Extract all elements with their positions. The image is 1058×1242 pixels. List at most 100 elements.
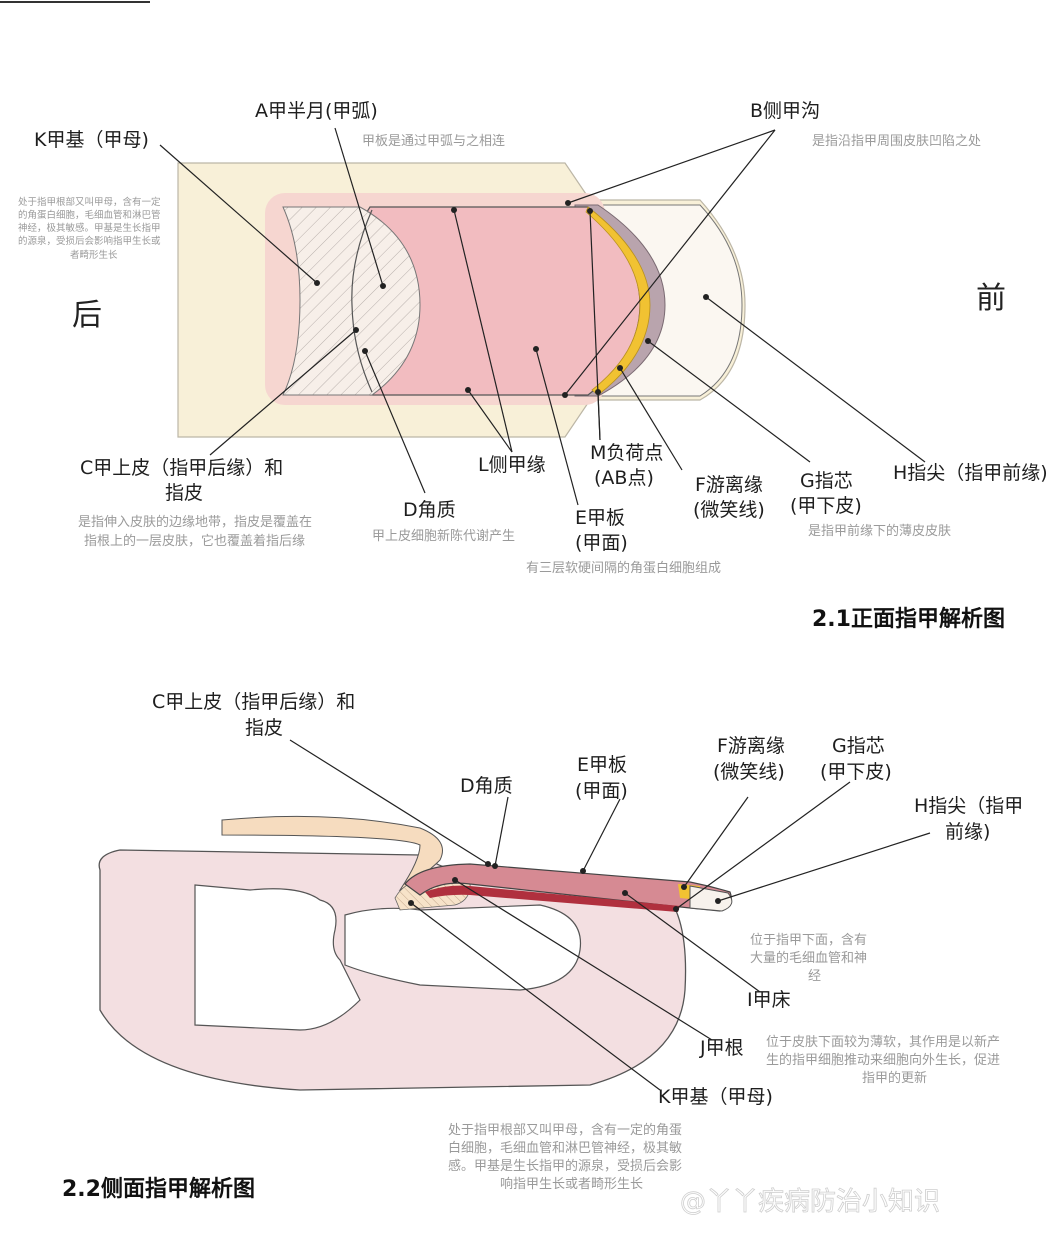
point-side-I: [622, 890, 628, 896]
front-lunula-arc: [351, 209, 373, 393]
point-side-C: [485, 861, 491, 867]
leader-E: [535, 348, 579, 506]
point-side-F: [681, 884, 687, 890]
point-M-1: [587, 208, 593, 214]
desc-D: 甲上皮细胞新陈代谢产生: [372, 528, 515, 544]
label-K: K甲基（甲母): [34, 129, 149, 151]
leader-side-F: [683, 796, 749, 888]
point-B-1: [565, 200, 571, 206]
desc-C-line-2: 指根上的一层皮肤，它也覆盖着指后缘: [84, 533, 305, 549]
front-view: A甲半月(甲弧) 甲板是通过甲弧与之相连 B侧甲沟 是指沿指甲周围皮肤凹陷之处 …: [18, 100, 1048, 632]
label-G-line-1: G指芯: [800, 470, 853, 492]
desc-side-K-line-1: 处于指甲根部又叫甲母，含有一定的角蛋: [448, 1122, 682, 1138]
desc-side-J-line-3: 指甲的更新: [862, 1070, 927, 1086]
desc-side-J-line-1: 位于皮肤下面较为薄软，其作用是以新产: [766, 1034, 1000, 1050]
leader-F: [619, 367, 683, 471]
label-side-G-line-2: (甲下皮): [820, 761, 892, 783]
point-G: [645, 338, 651, 344]
point-A: [380, 283, 386, 289]
desc-B: 是指沿指甲周围皮肤凹陷之处: [812, 134, 981, 149]
leader-B-1: [567, 129, 776, 204]
direction-back: 后: [72, 298, 102, 333]
label-side-C-line-1: C甲上皮（指甲后缘）和: [152, 691, 355, 713]
desc-side-I-line-2: 大量的毛细血管和神: [750, 950, 867, 966]
label-B: B侧甲沟: [750, 100, 820, 122]
label-side-E-line-2: (甲面): [575, 780, 628, 802]
leader-B-2: [564, 129, 776, 396]
side-nail-bed: [425, 885, 680, 912]
label-side-F-line-1: F游离缘: [717, 735, 785, 757]
point-side-K: [408, 900, 414, 906]
label-side-D: D角质: [460, 775, 513, 797]
front-free-edge: [585, 206, 651, 396]
desc-K-line-2: 的角蛋白细胞，毛细血管和淋巴管: [18, 209, 161, 221]
label-C-line-1: C甲上皮（指甲后缘）和: [80, 457, 283, 479]
watermark: @丫丫疾病防治小知识: [680, 1187, 940, 1217]
leader-side-H: [717, 832, 931, 902]
label-F-line-1: F游离缘: [695, 474, 763, 496]
label-G-line-2: (甲下皮): [790, 495, 862, 517]
leader-G: [647, 340, 811, 463]
leader-side-G: [675, 781, 851, 910]
leader-side-D: [494, 796, 509, 867]
leader-side-E: [582, 798, 621, 872]
desc-side-I-line-1: 位于指甲下面，含有: [750, 932, 867, 948]
label-M-line-2: (AB点): [594, 467, 654, 489]
side-nail-tip: [689, 885, 733, 912]
label-A: A甲半月(甲弧): [255, 100, 378, 122]
label-E-line-1: E甲板: [575, 507, 625, 529]
desc-G: 是指甲前缘下的薄皮皮肤: [808, 523, 951, 539]
leader-side-J: [454, 879, 713, 1041]
desc-C-line-1: 是指伸入皮肤的边缘地带，指皮是覆盖在: [78, 514, 312, 530]
label-H: H指尖（指甲前缘): [893, 462, 1048, 484]
front-title: 2.1正面指甲解析图: [812, 606, 1005, 632]
label-D: D角质: [403, 499, 456, 521]
point-side-G: [673, 906, 679, 912]
point-C: [353, 327, 359, 333]
point-B-2: [562, 392, 568, 398]
label-M-line-1: M负荷点: [590, 442, 663, 464]
label-L: L侧甲缘: [478, 454, 546, 476]
point-side-E: [580, 868, 586, 874]
label-F-line-2: (微笑线): [693, 499, 765, 521]
desc-A: 甲板是通过甲弧与之相连: [362, 133, 505, 149]
label-side-H-line-1: H指尖（指甲: [914, 795, 1023, 817]
point-L-1: [451, 207, 457, 213]
point-L-2: [465, 387, 471, 393]
leader-L-2: [467, 389, 513, 453]
leader-side-I: [624, 892, 761, 993]
side-nail-plate: [404, 863, 732, 912]
label-side-G-line-1: G指芯: [832, 735, 885, 757]
label-side-F-line-2: (微笑线): [713, 761, 785, 783]
desc-K-line-4: 的源泉，受损后会影响指甲生长或: [18, 235, 161, 247]
label-side-C-line-2: 指皮: [245, 717, 283, 739]
desc-K-line-5: 者畸形生长: [70, 249, 118, 261]
label-side-H-line-2: 前缘): [945, 821, 990, 843]
point-F: [617, 365, 623, 371]
side-title: 2.2侧面指甲解析图: [62, 1176, 255, 1202]
point-E: [533, 346, 539, 352]
point-K: [314, 280, 320, 286]
side-view: C甲上皮（指甲后缘）和 指皮 D角质 E甲板 (甲面) F游离缘 (微笑线) G…: [62, 691, 1023, 1202]
desc-K-line-1: 处于指甲根部又叫甲母，含有一定: [18, 196, 161, 208]
label-side-E-line-1: E甲板: [577, 754, 627, 776]
desc-side-J-line-2: 生的指甲细胞推动来细胞向外生长，促进: [766, 1052, 1000, 1068]
point-H: [703, 294, 709, 300]
leader-K: [159, 144, 318, 284]
leader-C: [209, 329, 357, 456]
leader-M-2: [597, 391, 601, 441]
desc-E: 有三层软硬间隔的角蛋白细胞组成: [526, 560, 721, 576]
desc-side-K-line-2: 白细胞，毛细血管和淋巴管神经，极其敏: [448, 1140, 682, 1156]
label-C-line-2: 指皮: [165, 482, 203, 504]
direction-front: 前: [976, 281, 1006, 316]
point-side-J: [452, 877, 458, 883]
leader-L-1: [453, 209, 513, 453]
point-D: [362, 348, 368, 354]
leader-H: [705, 296, 926, 463]
point-M-2: [595, 389, 601, 395]
point-side-H: [715, 898, 721, 904]
label-side-J: J甲根: [699, 1037, 744, 1059]
label-side-I: I甲床: [747, 989, 791, 1011]
desc-side-K-line-4: 响指甲生长或者畸形生长: [500, 1176, 643, 1192]
